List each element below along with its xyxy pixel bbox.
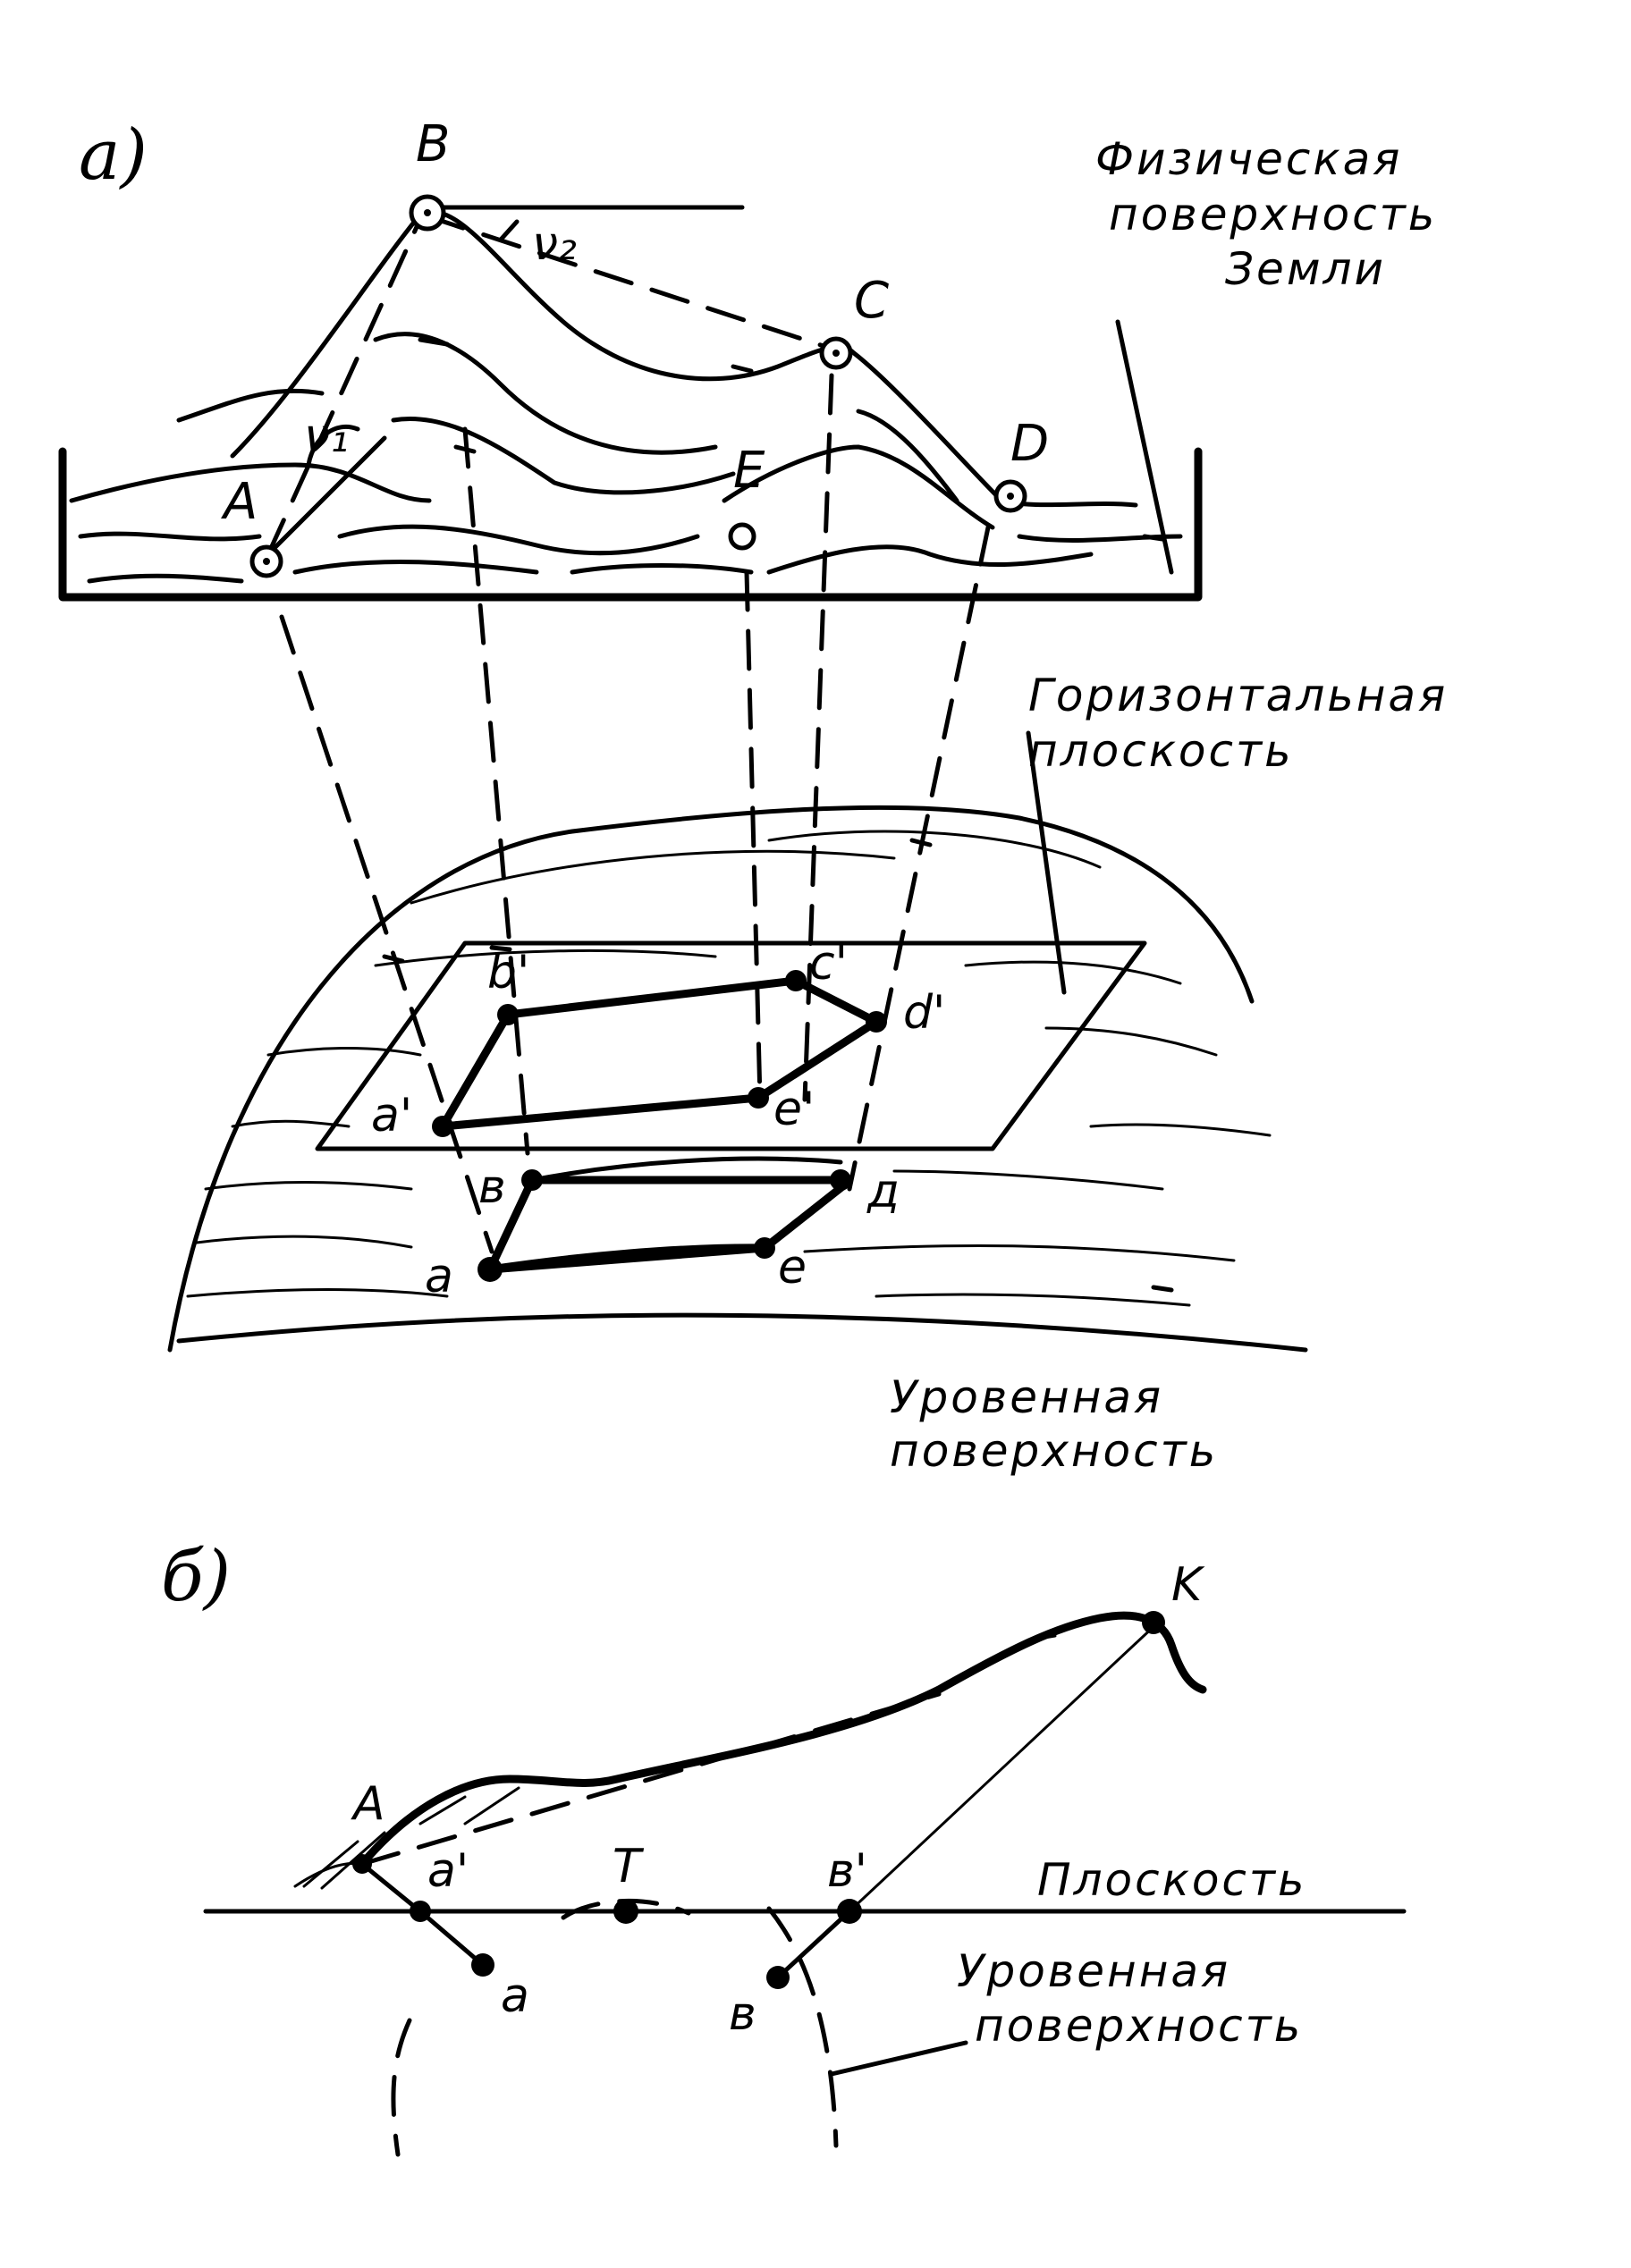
svg-text:д: д	[866, 1165, 900, 1218]
svg-text:поверхность: поверхность	[890, 1425, 1218, 1477]
level-surface-strokes	[186, 830, 1272, 1307]
caption-plane: Плоскость	[1037, 1854, 1307, 1906]
leader-horizontal-plane	[1026, 730, 1067, 995]
svg-text:a: a	[425, 1250, 453, 1303]
sight-line-bc	[425, 214, 834, 351]
svg-text:Уровенная: Уровенная	[957, 1945, 1230, 1997]
panel-b-label: б)	[161, 1537, 231, 1617]
surface-point-d: D	[993, 415, 1049, 513]
svg-text:A: A	[221, 473, 258, 531]
leader-level-b	[829, 2040, 968, 2077]
surface-point-c: C	[819, 272, 889, 370]
level-polygon-top	[529, 1156, 843, 1183]
angle-arc-1	[306, 424, 360, 468]
svg-text:e': e'	[773, 1083, 815, 1136]
svg-text:B: B	[416, 115, 450, 173]
leader-physical-surface	[1115, 319, 1174, 575]
angle-label-1: ν₁	[304, 409, 349, 463]
svg-text:поверхность: поверхность	[975, 2000, 1303, 2052]
svg-text:плоскость: плоскость	[1028, 725, 1294, 777]
sight-line-ab	[266, 216, 423, 557]
svg-text:в: в	[478, 1160, 506, 1214]
angle-label-2: ν₂	[532, 217, 577, 271]
panel-a-label: а)	[79, 115, 148, 196]
svg-text:c': c'	[809, 937, 848, 991]
plane-polygon	[438, 976, 881, 1131]
svg-text:е: е	[778, 1241, 807, 1294]
angle-tick-2	[498, 219, 520, 242]
svg-text:K: K	[1171, 1558, 1205, 1612]
panel-a: а) ν₁ ν₂	[58, 115, 1448, 1477]
panel-b: б) A K a' T	[161, 1537, 1407, 2157]
svg-text:d': d'	[903, 986, 945, 1040]
svg-text:E: E	[733, 442, 765, 500]
level-surface-bottom	[176, 1312, 1308, 1353]
svg-text:A: A	[351, 1777, 385, 1831]
panel-b-points: A K a' T в' a в	[351, 1558, 1205, 2041]
svg-text:Уровенная: Уровенная	[890, 1371, 1163, 1423]
level-polygon-edge	[486, 1244, 769, 1274]
terrain-box	[58, 447, 1203, 602]
caption-horizontal-plane: Горизонтальная плоскость	[1028, 670, 1448, 777]
svg-text:T: T	[613, 1840, 645, 1893]
surface-ticks	[382, 337, 1174, 1293]
level-arc-right	[766, 1906, 839, 2148]
svg-text:Физическая: Физическая	[1095, 133, 1402, 185]
surface-point-a: A	[221, 473, 283, 578]
svg-text:в: в	[729, 1987, 756, 2041]
projection-lines	[279, 373, 991, 1254]
drop-line-b	[775, 1909, 852, 1980]
svg-text:b': b'	[487, 946, 529, 999]
level-arc-left	[391, 2018, 412, 2157]
caption-level-surface-b: Уровенная поверхность	[957, 1945, 1303, 2052]
svg-text:в': в'	[827, 1844, 867, 1898]
level-surface-outline	[167, 805, 1255, 1353]
svg-text:a': a'	[371, 1089, 412, 1142]
level-points: a в д е	[425, 1160, 900, 1303]
surface-point-e: E	[728, 442, 765, 551]
svg-text:a: a	[501, 1969, 529, 2023]
physical-surface-profile	[230, 209, 1138, 508]
svg-text:a': a'	[427, 1844, 469, 1898]
svg-text:Горизонтальная: Горизонтальная	[1028, 670, 1448, 721]
chord-line	[359, 1691, 942, 1867]
svg-text:поверхность: поверхность	[1109, 189, 1437, 240]
horizontal-plane	[315, 940, 1147, 1151]
projection-k	[848, 1621, 1160, 1913]
terrain-strokes	[69, 332, 1183, 584]
svg-text:Земли: Земли	[1225, 243, 1386, 295]
surface-point-b: B	[409, 115, 450, 232]
svg-text:D: D	[1010, 415, 1049, 473]
caption-physical-surface: Физическая поверхность Земли	[1095, 133, 1437, 295]
horizon-line-a	[266, 435, 387, 557]
caption-level-surface: Уровенная поверхность	[890, 1371, 1218, 1477]
plane-points: a' b' c' d' e'	[371, 937, 945, 1142]
svg-text:C: C	[854, 272, 889, 330]
